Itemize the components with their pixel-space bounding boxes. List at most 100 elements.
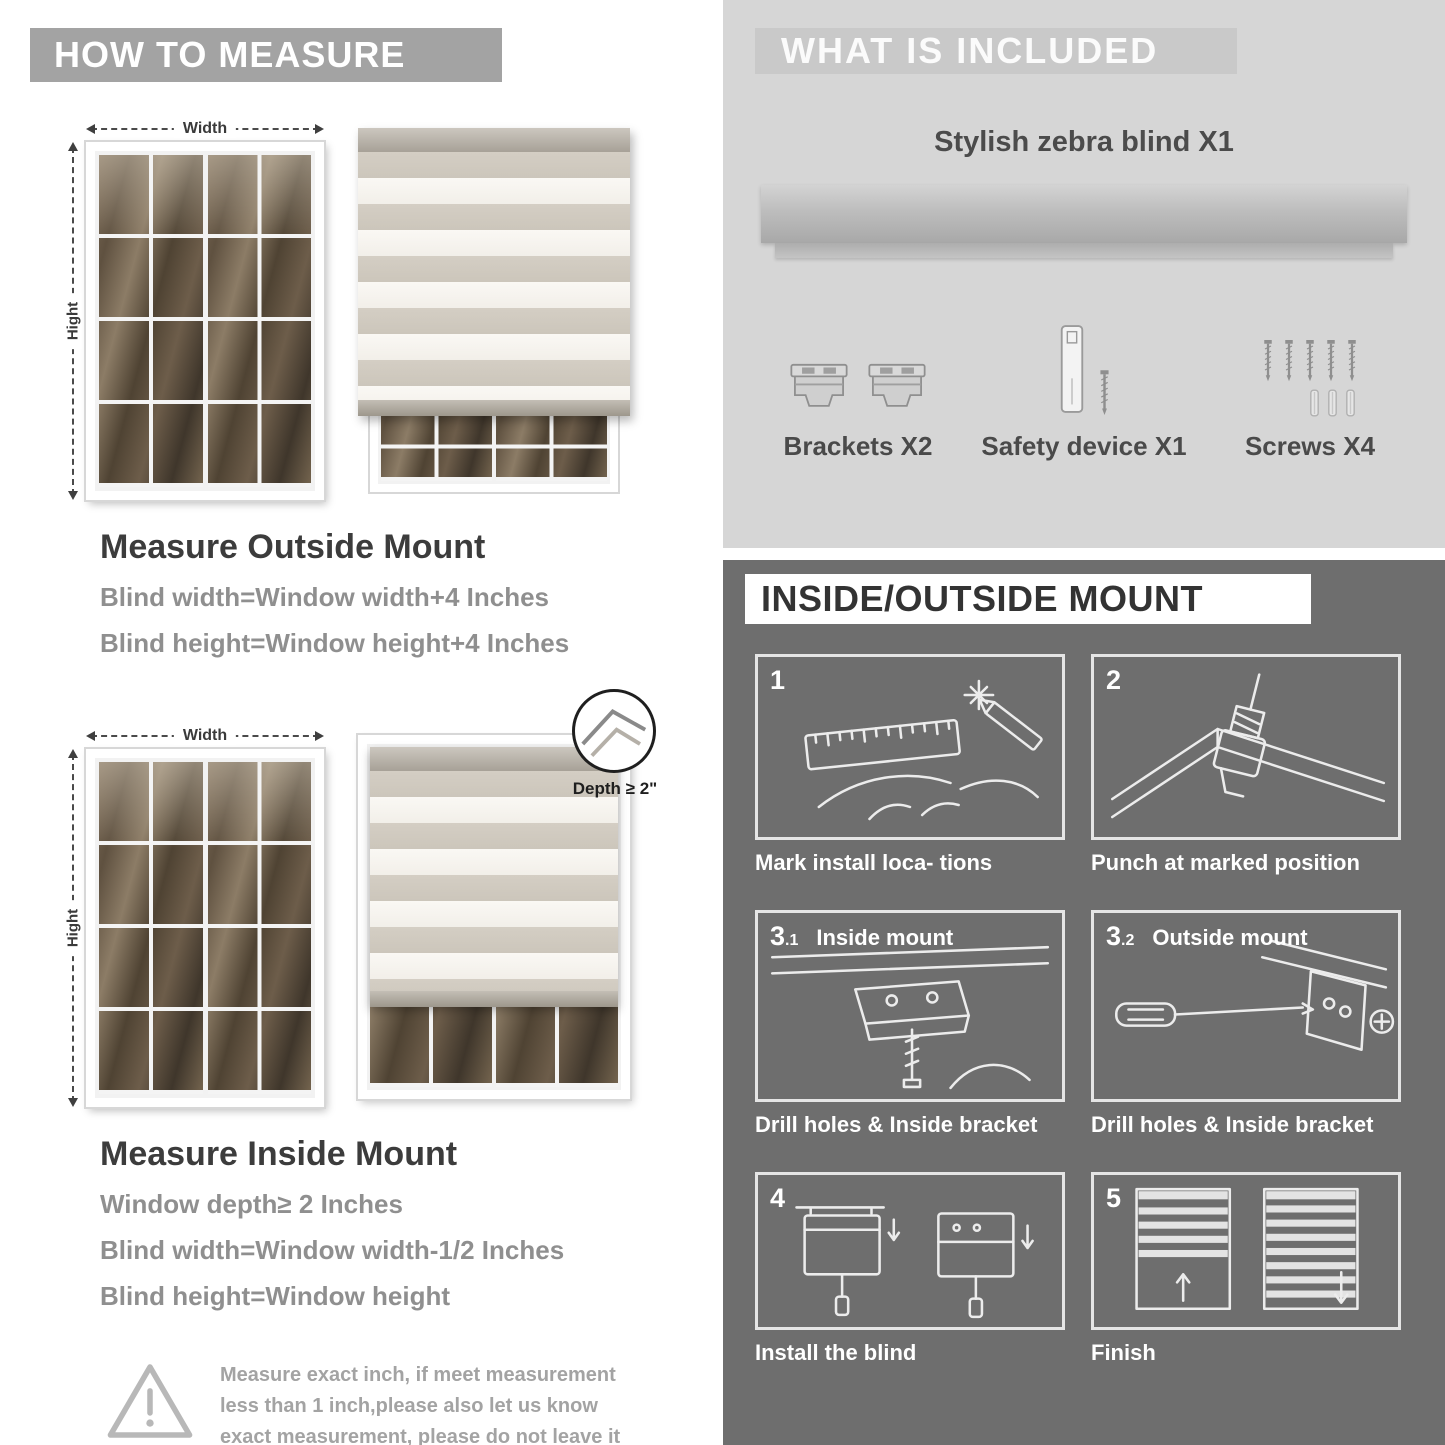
height-label: Hight	[64, 899, 82, 957]
mount-banner: INSIDE/OUTSIDE MOUNT	[745, 574, 1311, 624]
arrowhead-left-icon	[86, 731, 95, 741]
how-to-measure-banner: HOW TO MEASURE	[30, 28, 502, 82]
blind-cassette	[358, 128, 630, 152]
window-diagram-inside: Width Hight	[60, 723, 324, 1107]
bracket-icon	[790, 363, 848, 407]
step-3-1-caption: Drill holes & Inside bracket	[755, 1112, 1038, 1137]
right-column: WHAT IS INCLUDED Stylish zebra blind X1	[723, 0, 1445, 1445]
inside-mount-rule-width: Blind width=Window width-1/2 Inches	[100, 1235, 565, 1265]
screw-icon	[1306, 340, 1314, 382]
how-to-measure-section: HOW TO MEASURE Width Hight	[30, 28, 723, 1445]
step-2-box: 2	[1091, 654, 1401, 840]
screw-icon	[1348, 340, 1356, 382]
included-item-screws: Screws X4	[1197, 305, 1423, 462]
outside-mount-rule-width: Blind width=Window width+4 Inches	[100, 582, 549, 612]
warning-text: Measure exact inch, if meet measurement …	[220, 1364, 621, 1445]
blind-bottom-rail	[358, 400, 630, 416]
step-5-caption: Finish	[1091, 1340, 1156, 1365]
mark-locations-illustration	[804, 679, 1043, 821]
what-is-included-banner: WHAT IS INCLUDED	[755, 28, 1237, 74]
step-5: 5	[1091, 1172, 1401, 1366]
screw-set	[1262, 338, 1358, 417]
step-1-number: 1	[770, 665, 786, 695]
screw-icons	[1262, 305, 1358, 417]
step-2-caption: Punch at marked position	[1091, 850, 1360, 875]
bracket-icon	[868, 363, 926, 407]
step-3-2-caption: Drill holes & Inside bracket	[1091, 1112, 1374, 1137]
blind-stripes	[358, 152, 630, 400]
wall-anchor-icon	[1310, 389, 1319, 417]
product-title: Stylish zebra blind X1	[934, 126, 1234, 158]
outside-mount-diagrams: Width Hight	[60, 116, 723, 500]
screw-row	[1262, 338, 1358, 384]
arrowhead-right-icon	[315, 731, 324, 741]
arrowhead-right-icon	[315, 124, 324, 134]
arrowhead-bottom-icon	[68, 1098, 78, 1107]
included-items: Brackets X2	[745, 305, 1423, 462]
window-illustration	[86, 749, 324, 1107]
step-4: 4	[755, 1172, 1065, 1366]
outside-mount-rule-height: Blind height=Window height+4 Inches	[100, 628, 570, 658]
screw-icon	[1099, 370, 1109, 415]
screw-icon	[1327, 340, 1335, 382]
screw-icon	[1285, 340, 1293, 382]
inside-mount-bracket-illustration	[770, 945, 1050, 1090]
blind-stripes	[370, 771, 618, 991]
mount-steps: 1	[755, 654, 1401, 1366]
safety-device-icons	[1058, 305, 1111, 417]
wall-anchor-icon	[1328, 389, 1337, 417]
step-4-caption: Install the blind	[755, 1340, 917, 1365]
included-item-safety-device: Safety device X1	[971, 305, 1197, 462]
included-item-brackets: Brackets X2	[745, 305, 971, 462]
width-arrow: Width	[86, 120, 324, 138]
arrowhead-top-icon	[68, 142, 78, 151]
measurement-warning: Measure exact inch, if meet measurement …	[104, 1358, 723, 1445]
step-2: 2	[1091, 654, 1401, 876]
zebra-blind-illustration	[370, 747, 618, 1007]
step-4-number: 4	[770, 1183, 786, 1213]
depth-callout: Depth ≥ 2"	[572, 689, 658, 799]
blind-bottom-rail	[370, 991, 618, 1007]
warning-triangle-icon	[107, 1364, 193, 1438]
step-2-number: 2	[1106, 665, 1122, 695]
step-5-number: 5	[1106, 1183, 1122, 1213]
finished-blinds-illustration	[1135, 1187, 1359, 1311]
height-label: Hight	[64, 292, 82, 350]
blind-diagram-outside	[358, 128, 630, 492]
depth-label: Depth ≥ 2"	[572, 779, 658, 798]
window-sash	[207, 155, 311, 487]
window-sash	[207, 762, 311, 1094]
step-5-box: 5	[1091, 1172, 1401, 1330]
step-1-caption: Mark install loca- tions	[755, 850, 993, 875]
arrowhead-bottom-icon	[68, 491, 78, 500]
screws-label: Screws X4	[1244, 431, 1376, 461]
zebra-blind-illustration	[358, 128, 630, 416]
height-arrow: Hight	[64, 142, 82, 500]
height-arrow: Hight	[64, 749, 82, 1107]
outside-mount-heading: Measure Outside Mount	[100, 528, 486, 566]
drill-illustration	[1110, 673, 1386, 819]
safety-device-icon	[1060, 325, 1083, 413]
width-label: Width	[173, 120, 237, 138]
inside-mount-heading: Measure Inside Mount	[100, 1135, 458, 1173]
zebra-blind-headrail-image	[761, 185, 1407, 258]
inside-mount-rule-height: Blind height=Window height	[100, 1281, 450, 1311]
outside-mount-bracket-illustration	[1115, 939, 1395, 1051]
what-is-included-section: WHAT IS INCLUDED Stylish zebra blind X1	[723, 0, 1445, 548]
safety-device-label: Safety device X1	[981, 431, 1187, 461]
step-1: 1	[755, 654, 1065, 876]
window-diagram-outside: Width Hight	[60, 116, 324, 500]
bracket-icons	[786, 305, 930, 417]
window-sash	[99, 155, 203, 487]
inside-mount-diagrams: Width Hight	[60, 689, 723, 1107]
arrowhead-top-icon	[68, 749, 78, 758]
window-illustration	[86, 142, 324, 500]
blind-diagram-inside: Depth ≥ 2"	[358, 689, 657, 1099]
window-sash	[99, 762, 203, 1094]
step-1-box: 1	[755, 654, 1065, 840]
